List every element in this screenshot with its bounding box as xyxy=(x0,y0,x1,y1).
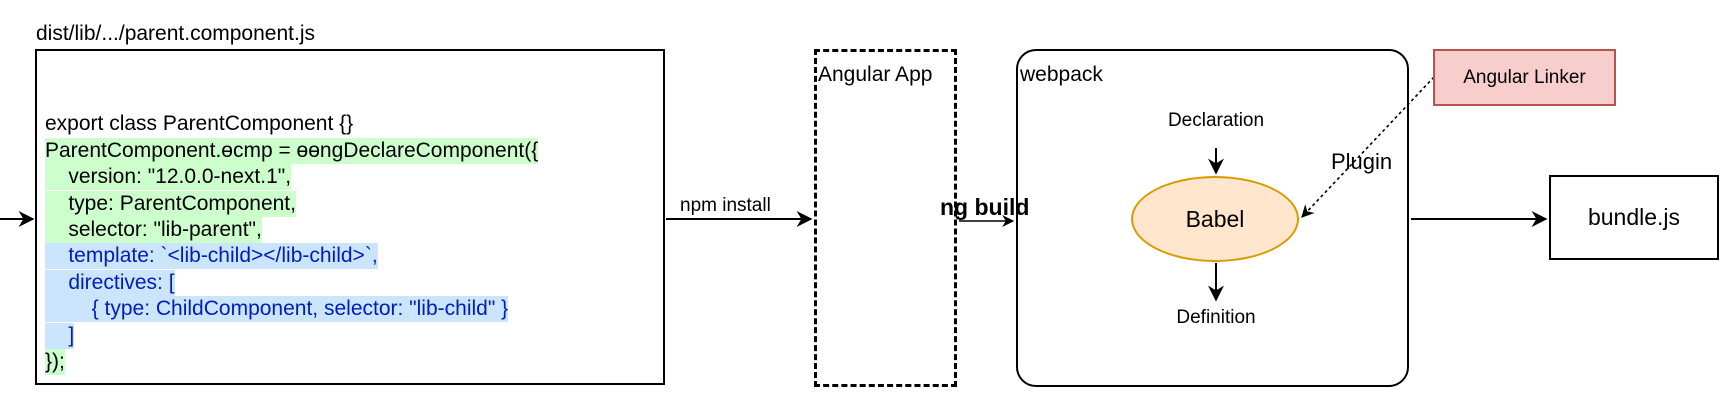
code-line: { type: ChildComponent, selector: "lib-c… xyxy=(45,296,665,323)
code-line-text: directives: [ xyxy=(45,269,175,296)
code-line-text: { type: ChildComponent, selector: "lib-c… xyxy=(45,296,509,323)
webpack-label: webpack xyxy=(1020,63,1103,86)
code-line: export class ParentComponent {} xyxy=(45,111,665,137)
code-line-text: template: `<lib-child></lib-child>`, xyxy=(45,243,378,270)
code-line: directives: [ xyxy=(45,269,665,296)
code-line-text: type: ParentComponent, xyxy=(45,190,296,217)
code-listing: export class ParentComponent {}ParentCom… xyxy=(45,85,665,375)
code-line: }); xyxy=(45,348,665,375)
code-line-text: ] xyxy=(45,322,75,349)
code-line: type: ParentComponent, xyxy=(45,190,665,217)
webpack-box: webpack xyxy=(1016,49,1409,387)
code-line: version: "12.0.0-next.1", xyxy=(45,164,665,191)
code-line-text: export class ParentComponent {} xyxy=(45,112,354,136)
angular-app-label: Angular App xyxy=(818,63,933,86)
ng-build-label: ng build xyxy=(940,194,1030,220)
declaration-label: Declaration xyxy=(1167,110,1265,131)
code-line-text: selector: "lib-parent", xyxy=(45,216,262,243)
code-line: selector: "lib-parent", xyxy=(45,216,665,243)
definition-label: Definition xyxy=(1176,307,1256,328)
bundle-box: bundle.js xyxy=(1549,175,1719,260)
npm-install-label: npm install xyxy=(680,195,771,216)
code-line-text: }); xyxy=(45,348,65,375)
angular-app-box: Angular App xyxy=(814,49,957,387)
angular-linker-box: Angular Linker xyxy=(1433,49,1616,106)
code-line-text: version: "12.0.0-next.1", xyxy=(45,164,292,191)
file-path-label: dist/lib/.../parent.component.js xyxy=(36,22,315,45)
plugin-label: Plugin xyxy=(1331,149,1393,174)
code-box: export class ParentComponent {}ParentCom… xyxy=(35,49,665,385)
code-line: ] xyxy=(45,322,665,349)
code-line xyxy=(45,85,665,111)
code-line: ParentComponent.ɵcmp = ɵɵngDeclareCompon… xyxy=(45,137,665,164)
plugin-dotted-arrow xyxy=(1301,76,1435,218)
code-line-text: ParentComponent.ɵcmp = ɵɵngDeclareCompon… xyxy=(45,137,539,164)
code-line: template: `<lib-child></lib-child>`, xyxy=(45,243,665,270)
babel-ellipse: Babel xyxy=(1131,176,1299,262)
